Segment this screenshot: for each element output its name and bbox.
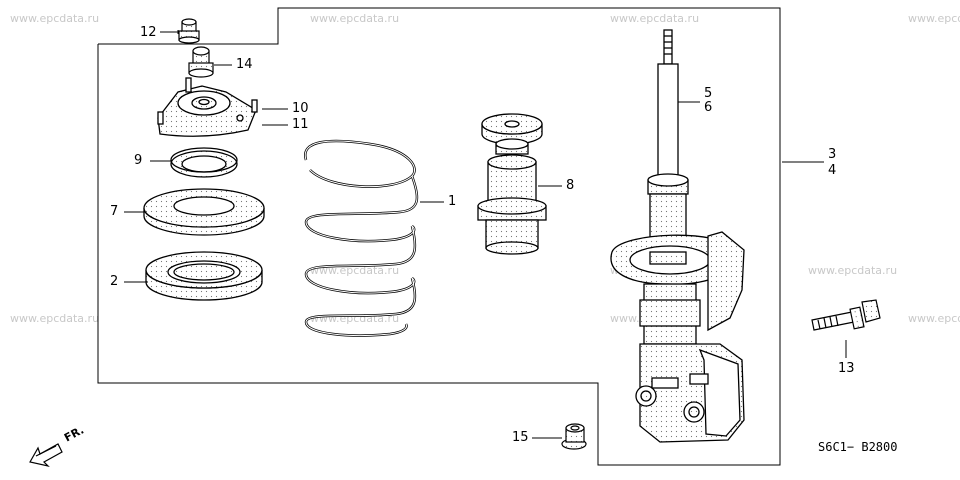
diagram-code: S6C1− B2800 (818, 440, 898, 454)
watermark: www.epcdata.ru (610, 12, 700, 25)
part-9-bearing (170, 147, 238, 178)
part-1-coil-spring-inner (304, 140, 418, 336)
callout-6: 6 (704, 100, 713, 115)
part-3-strut-assembly (610, 29, 745, 443)
callout-8: 8 (566, 178, 575, 193)
callout-14: 14 (236, 57, 253, 72)
watermark: www.epcdata.ru (10, 312, 100, 325)
watermark: www.epcdata.ru (908, 312, 960, 325)
callout-7: 7 (110, 204, 119, 219)
callout-10: 10 (292, 101, 309, 116)
part-14-nut (188, 46, 214, 78)
callout-1: 1 (448, 194, 457, 209)
part-13-bolt (811, 299, 881, 331)
callout-15: 15 (512, 430, 529, 445)
callout-5: 5 (704, 86, 713, 101)
assembly-frame (97, 7, 781, 466)
watermark: www.epcdata.ru (310, 12, 400, 25)
part-2-rubber-seat (145, 251, 263, 301)
callout-12: 12 (140, 25, 157, 40)
part-10-strut-mount (157, 77, 258, 137)
part-8-bump-stop (477, 113, 547, 255)
callout-9: 9 (134, 153, 143, 168)
callout-13: 13 (838, 361, 855, 376)
callout-3: 3 (828, 147, 837, 162)
part-12-nut (178, 18, 200, 44)
callout-4: 4 (828, 163, 837, 178)
watermark: www.epcdata.ru (808, 264, 898, 277)
fr-direction-arrow (29, 443, 63, 468)
callout-11: 11 (292, 117, 309, 132)
part-7-spring-seat (143, 188, 265, 236)
leader-lines (124, 30, 847, 439)
watermark: www.epcdata.ru (10, 12, 100, 25)
watermark: www.epcdata.ru (908, 12, 960, 25)
part-15-flange-nut (561, 423, 587, 450)
callout-2: 2 (110, 274, 119, 289)
